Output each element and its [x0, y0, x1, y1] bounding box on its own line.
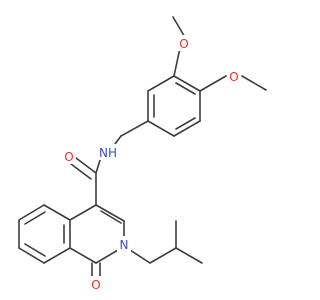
bond — [199, 75, 227, 92]
bond — [129, 249, 151, 264]
dimethoxyphenyl-ring — [147, 75, 201, 137]
structure-svg: O O O NH N O — [18, 16, 267, 292]
methoxy-oxygen-right: O — [229, 70, 238, 84]
ring-nitrogen: N — [120, 238, 129, 252]
bond — [241, 75, 267, 91]
bond — [69, 247, 97, 264]
bond — [175, 82, 196, 95]
linker-bonds — [70, 120, 149, 206]
bond — [18, 204, 45, 221]
bond — [173, 47, 181, 77]
bond — [43, 204, 71, 221]
bond — [75, 157, 97, 174]
bond — [43, 247, 71, 264]
isobutyl-group — [129, 220, 203, 264]
atom-labels: O O O NH N O — [62, 35, 241, 292]
isoquinolinone-core — [18, 204, 125, 277]
amide-oxygen: O — [64, 150, 73, 164]
bond — [147, 120, 175, 137]
lactam-oxygen: O — [91, 278, 100, 292]
amide-nitrogen: NH — [99, 146, 117, 160]
bond — [69, 204, 97, 221]
bond — [95, 249, 119, 264]
bond — [149, 247, 177, 264]
methoxy-oxygen-top: O — [179, 37, 188, 51]
bond — [175, 117, 196, 130]
molecule-diagram: O O O NH N O — [18, 16, 267, 292]
bond — [70, 163, 92, 180]
bond — [173, 120, 201, 137]
bond — [24, 211, 46, 225]
bond — [100, 210, 122, 224]
bond — [18, 247, 45, 264]
bond — [147, 75, 175, 92]
bond — [24, 243, 46, 257]
bond — [120, 120, 149, 137]
bond — [173, 75, 201, 92]
bond — [95, 204, 125, 222]
methoxy-groups — [172, 16, 267, 92]
bond — [175, 247, 203, 264]
